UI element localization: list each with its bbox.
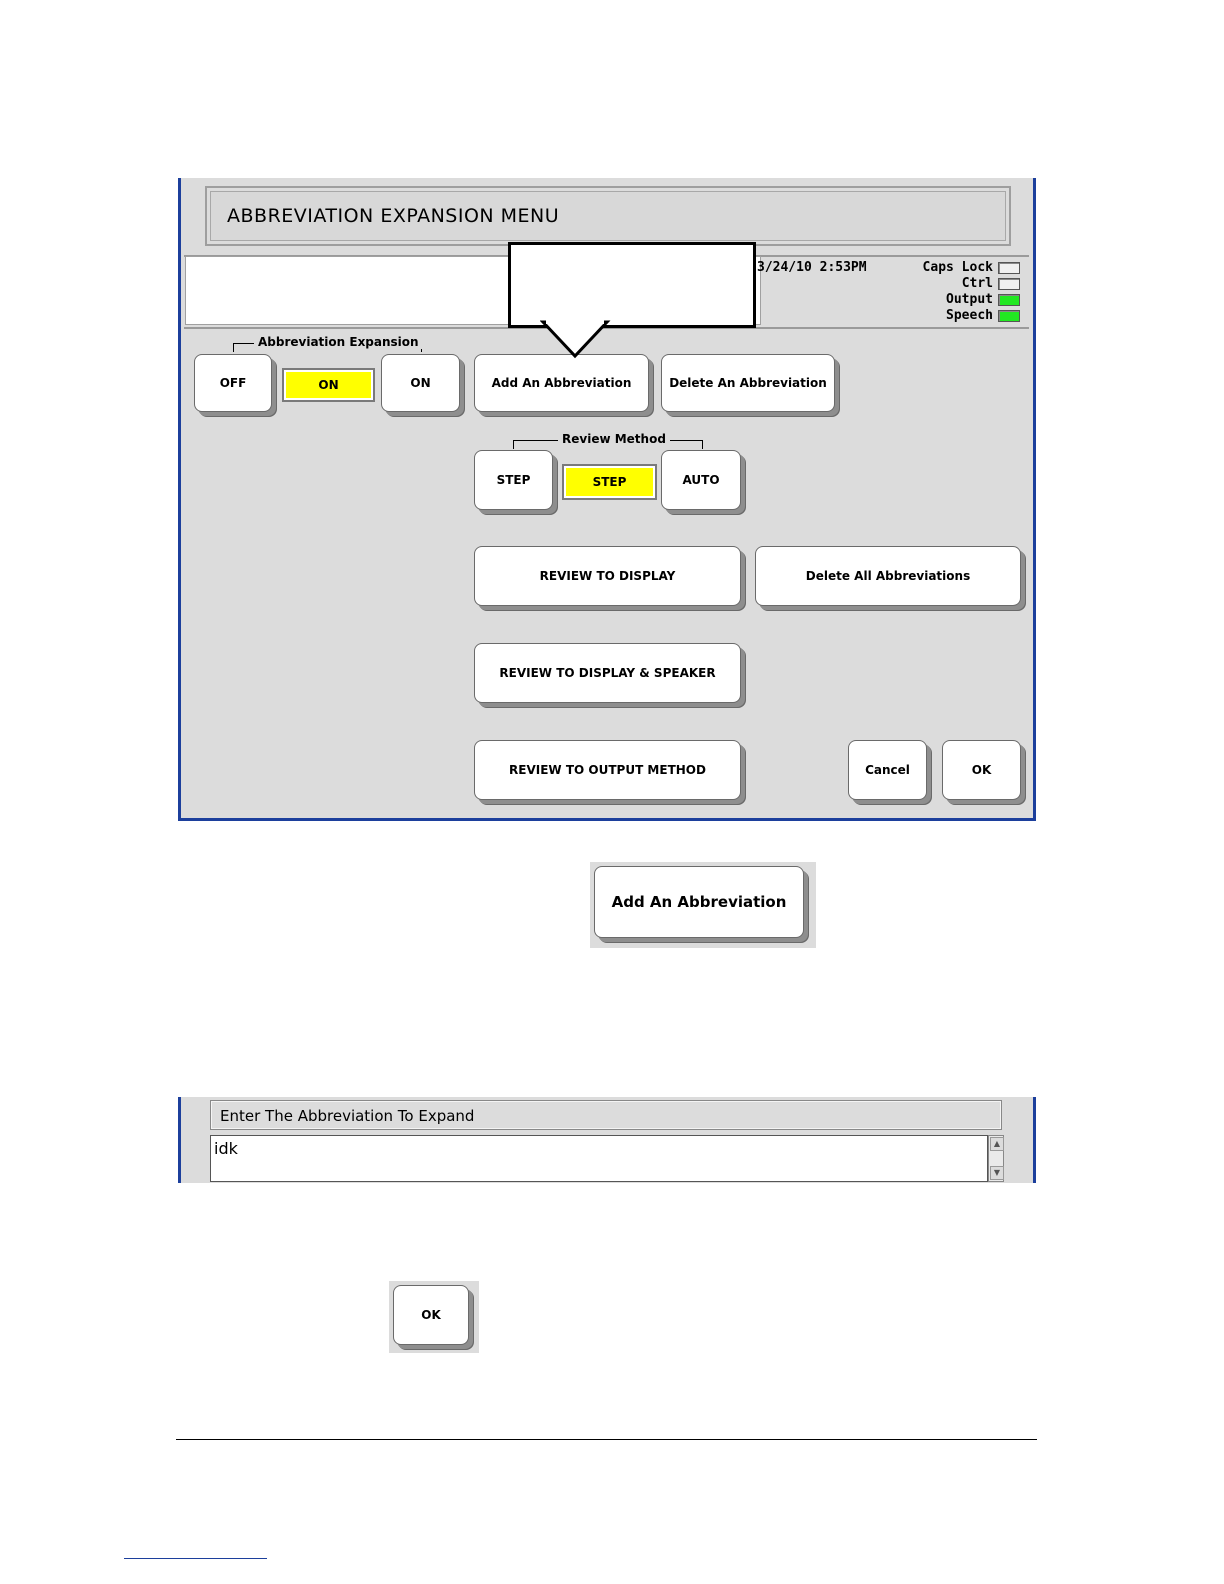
window-title: ABBREVIATION EXPANSION MENU	[227, 205, 560, 227]
callout-pointer	[540, 320, 611, 359]
add-abbreviation-zoom-button[interactable]: Add An Abbreviation	[594, 866, 804, 938]
delete-abbreviation-button[interactable]: Delete An Abbreviation	[661, 354, 835, 412]
cancel-button[interactable]: Cancel	[848, 740, 927, 800]
enter-abbreviation-panel: Enter The Abbreviation To Expand idk ▲ ▼	[178, 1097, 1036, 1183]
expansion-current-value: ON	[282, 368, 375, 402]
caps-lock-indicator	[998, 262, 1020, 274]
output-label: Output	[946, 292, 993, 307]
caps-lock-label: Caps Lock	[922, 260, 993, 275]
abbreviation-input[interactable]: idk	[210, 1135, 988, 1182]
ok-zoom-button[interactable]: OK	[393, 1285, 469, 1345]
review-method-label: Review Method	[558, 432, 670, 446]
expansion-on-button[interactable]: ON	[381, 354, 460, 412]
ctrl-indicator	[998, 278, 1020, 290]
review-method-current-value: STEP	[562, 464, 657, 500]
entry-prompt-box: Enter The Abbreviation To Expand	[210, 1100, 1002, 1130]
add-button-zoom-frame: Add An Abbreviation	[590, 862, 816, 948]
expansion-off-button[interactable]: OFF	[194, 354, 272, 412]
add-abbreviation-button[interactable]: Add An Abbreviation	[474, 354, 649, 412]
review-to-display-button[interactable]: REVIEW TO DISPLAY	[474, 546, 741, 606]
abbreviation-input-value: idk	[214, 1139, 238, 1158]
ctrl-label: Ctrl	[961, 276, 993, 291]
output-indicator	[998, 294, 1020, 306]
page-divider	[176, 1439, 1037, 1440]
callout-box	[508, 242, 756, 328]
datetime: 3/24/10 2:53PM	[757, 260, 867, 275]
review-auto-button[interactable]: AUTO	[661, 450, 741, 510]
review-to-output-method-button[interactable]: REVIEW TO OUTPUT METHOD	[474, 740, 741, 800]
speech-label: Speech	[946, 308, 993, 323]
entry-prompt: Enter The Abbreviation To Expand	[220, 1107, 475, 1125]
scroll-down-icon[interactable]: ▼	[990, 1166, 1004, 1180]
review-to-display-speaker-button[interactable]: REVIEW TO DISPLAY & SPEAKER	[474, 643, 741, 703]
ok-button[interactable]: OK	[942, 740, 1021, 800]
delete-all-abbreviations-button[interactable]: Delete All Abbreviations	[755, 546, 1021, 606]
speech-indicator	[998, 310, 1020, 322]
scroll-up-icon[interactable]: ▲	[990, 1137, 1004, 1151]
input-scrollbar[interactable]: ▲ ▼	[988, 1135, 1004, 1182]
review-step-button[interactable]: STEP	[474, 450, 553, 510]
ok-button-zoom-frame: OK	[389, 1281, 479, 1353]
window-title-box: ABBREVIATION EXPANSION MENU	[205, 186, 1011, 246]
footnote-divider	[124, 1558, 267, 1559]
abbrev-expansion-label: Abbreviation Expansion	[254, 335, 423, 349]
